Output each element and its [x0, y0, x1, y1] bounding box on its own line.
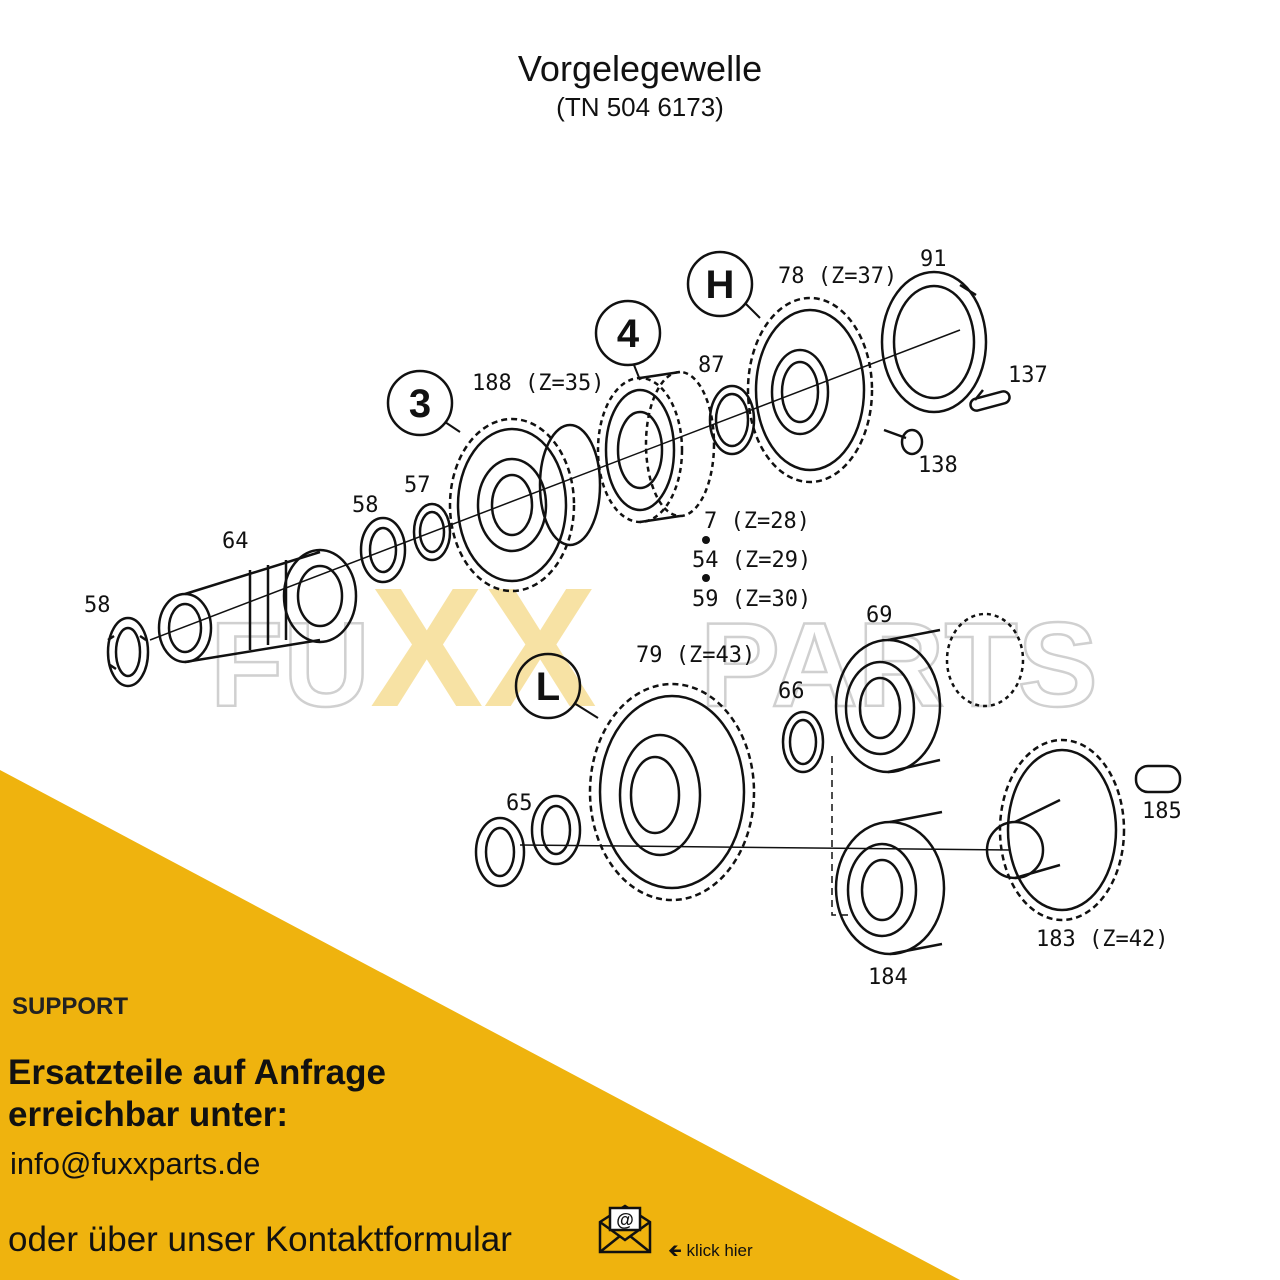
part-78-gear: [746, 296, 874, 484]
callout-h-circle: [686, 250, 754, 318]
label-79: 79 (Z=43): [636, 643, 755, 668]
svg-text:@: @: [616, 1210, 634, 1230]
arrow-left-icon: 🡸: [668, 1241, 682, 1260]
label-57: 57: [404, 473, 431, 498]
page-title: Vorgelegewelle: [517, 48, 763, 89]
click-hint-label: klick hier: [686, 1241, 753, 1260]
label-184: 184: [868, 965, 908, 990]
part-58-bearing-left: [106, 616, 150, 688]
watermark-fu: FU: [210, 598, 370, 732]
part-number: (TN 504 6173): [556, 92, 724, 122]
watermark-xx: XX: [370, 553, 597, 743]
label-138: 138: [918, 453, 958, 478]
part-64-shaft: [157, 548, 358, 664]
axis-lower: [519, 844, 1011, 851]
label-66: 66: [778, 679, 805, 704]
part-185-key: [1134, 764, 1182, 794]
label-64: 64: [222, 529, 249, 554]
part-57-ring: [412, 502, 452, 562]
part-183-gear: [985, 738, 1126, 922]
label-69: 69: [866, 603, 893, 628]
part-65-bearings: [474, 794, 582, 888]
part-58-bearing-upper: [359, 516, 407, 584]
watermark: FU XX PARTS: [209, 553, 1099, 743]
part-91-ring: [880, 270, 988, 414]
support-heading: SUPPORT: [12, 993, 129, 1020]
part-69-bearing: [834, 612, 1025, 774]
request-line-2: erreichbar unter:: [8, 1095, 289, 1134]
label-58-upper: 58: [352, 493, 379, 518]
yellow-background: [0, 770, 960, 1280]
label-54: 54 (Z=29): [692, 548, 811, 573]
part-87-ring: [708, 384, 756, 456]
mail-at-icon[interactable]: @: [596, 1200, 654, 1256]
axis-upper: [149, 329, 961, 641]
label-183: 183 (Z=42): [1036, 927, 1168, 952]
part-188-gear: [448, 417, 602, 593]
callout-l-circle: [514, 652, 582, 720]
part-66-ring: [781, 710, 825, 774]
part-137-pin: [969, 390, 1011, 412]
part-138-bolt: [883, 428, 924, 456]
request-line-1: Ersatzteile auf Anfrage: [8, 1053, 386, 1092]
dot-54: [702, 574, 710, 582]
label-188: 188 (Z=35): [472, 371, 604, 396]
support-email-link[interactable]: info@fuxxparts.de: [10, 1146, 261, 1181]
dot-7: [702, 536, 710, 544]
part-79-gear: [588, 682, 756, 902]
label-7: 7 (Z=28): [704, 509, 810, 534]
callout-4: 4: [617, 312, 640, 356]
part-184-bearing: [834, 810, 946, 956]
callout-3-circle: [386, 369, 454, 437]
callout-3: 3: [409, 382, 431, 426]
label-185: 185: [1142, 799, 1182, 824]
callout-h: H: [706, 263, 735, 307]
label-137: 137: [1008, 363, 1048, 388]
click-here-link[interactable]: 🡸 klick hier: [668, 1238, 753, 1267]
dashed-connector: [831, 756, 850, 916]
request-text: Ersatzteile auf Anfrage erreichbar unter…: [8, 1052, 608, 1136]
label-91: 91: [920, 247, 947, 272]
label-87: 87: [698, 353, 725, 378]
callout-l: L: [536, 665, 560, 709]
label-58-left: 58: [84, 593, 111, 618]
label-78: 78 (Z=37): [778, 264, 897, 289]
label-59: 59 (Z=30): [692, 587, 811, 612]
label-65: 65: [506, 791, 533, 816]
contact-form-text: oder über unser Kontaktformular: [8, 1220, 512, 1259]
callout-4-circle: [594, 299, 662, 367]
